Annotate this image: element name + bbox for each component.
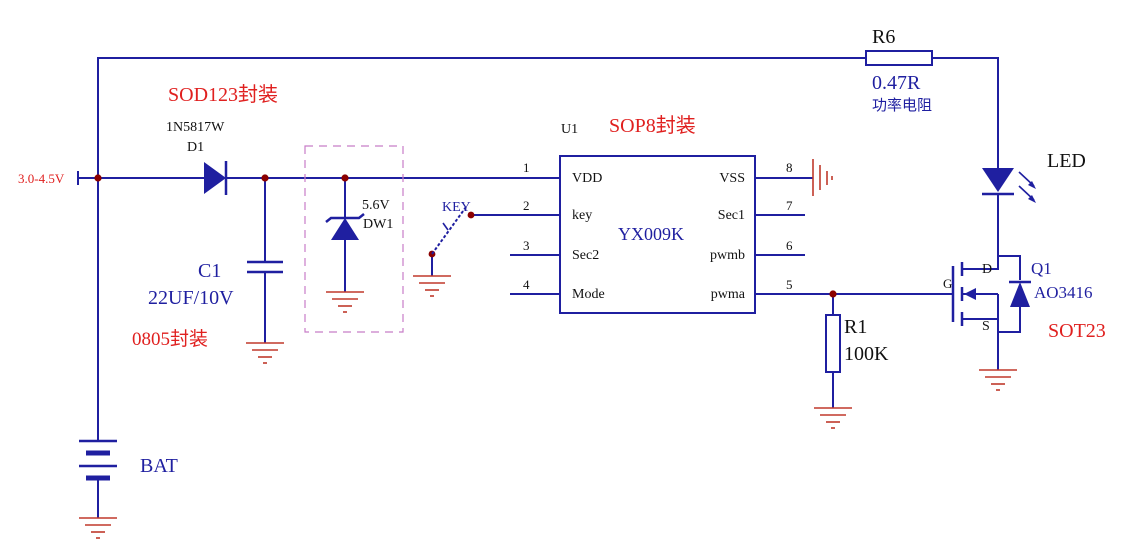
wires [78,57,999,518]
u1-pin-name-sec1: Sec1 [718,208,745,223]
u1-pin-number: 2 [523,198,530,213]
q1-pin-s: S [982,319,990,334]
q1-part-number: AO3416 [1034,283,1093,302]
diode-d1-symbol [204,161,228,195]
q1-pin-g: G [943,276,952,291]
u1-pin-number: 1 [523,160,530,175]
resistor-r1-body [825,314,841,373]
u1-pin-name-vdd: VDD [572,171,602,186]
u1-pin-number: 5 [786,277,793,292]
ground-icon [979,369,1017,391]
resistor-r6-body [865,50,933,66]
u1-pin-name-mode: Mode [572,287,605,302]
battery-label: BAT [140,455,178,477]
u1-pin-name-vss: VSS [719,171,745,186]
u1-ref: U1 [561,122,578,137]
c1-ref: C1 [198,260,221,282]
q1-pin-d: D [982,262,992,277]
d1-package-note: SOD123封装 [168,83,278,106]
battery-symbol [79,439,117,481]
supply-voltage-label: 3.0-4.5V [18,171,65,186]
capacitor-c1-symbol [247,260,283,274]
d1-ref: D1 [187,140,204,155]
r1-ref: R1 [844,316,867,338]
key-label: KEY [442,200,471,215]
u1-pin-number: 3 [523,238,530,253]
led-symbol [982,168,1036,203]
led-label: LED [1047,150,1086,172]
dw1-ref: DW1 [363,217,393,232]
u1-pin-number: 7 [786,198,793,213]
q1-package-note: SOT23 [1048,320,1106,342]
ground-icon [326,291,364,313]
r1-value: 100K [844,343,889,365]
u1-right-pins [755,177,813,256]
ground-icon [413,275,451,297]
u1-pin-name-sec2: Sec2 [572,248,599,263]
u1-package-note: SOP8封装 [609,114,696,137]
key-switch-symbol [428,206,475,258]
zener-dashed-box [304,145,404,333]
d1-part-number: 1N5817W [166,120,225,135]
r6-ref: R6 [872,26,895,48]
q1-ref: Q1 [1031,259,1052,278]
u1-pin-number: 6 [786,238,793,253]
ground-icon [812,159,833,196]
u1-pin-name-pwma: pwma [711,287,746,302]
u1-pin-number: 8 [786,160,793,175]
ground-icon [79,517,117,539]
u1-left-pins [510,177,560,295]
r6-value: 0.47R [872,72,921,94]
zener-dw1-symbol [325,213,365,240]
ic-u1-body [559,155,756,314]
u1-pin-name-key: key [572,208,592,223]
c1-value: 22UF/10V [148,287,234,309]
u1-pin-name-pwmb: pwmb [710,248,745,263]
mosfet-q1-symbol [951,255,1031,333]
u1-pin-number: 4 [523,277,530,292]
dw1-voltage: 5.6V [362,198,390,213]
c1-package-note: 0805封装 [132,328,208,350]
ground-icon [814,407,852,429]
r6-note: 功率电阻 [872,96,932,114]
u1-part-number: YX009K [618,224,684,244]
ground-icon [246,342,284,364]
junction-dots [94,174,837,298]
